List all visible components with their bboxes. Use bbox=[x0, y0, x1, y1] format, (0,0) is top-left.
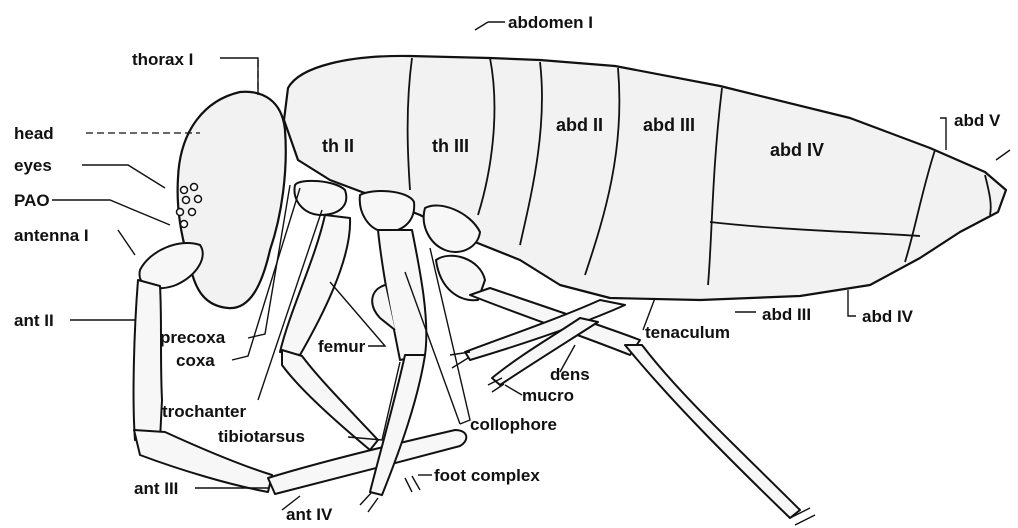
label-abd-iv: abd IV bbox=[862, 307, 914, 326]
label-foot-complex: foot complex bbox=[434, 466, 540, 485]
head-shape bbox=[178, 92, 286, 308]
label-collophore: collophore bbox=[470, 415, 557, 434]
label-tibiotarsus: tibiotarsus bbox=[218, 427, 305, 446]
leg-1 bbox=[280, 181, 378, 450]
label-trochanter: trochanter bbox=[162, 402, 246, 421]
label-dens: dens bbox=[550, 365, 590, 384]
label-eyes: eyes bbox=[14, 156, 52, 175]
label-tenaculum: tenaculum bbox=[645, 323, 730, 342]
label-abd-iv-body: abd IV bbox=[770, 140, 824, 160]
label-ant-iv: ant IV bbox=[286, 505, 333, 524]
label-abd-iii-body: abd III bbox=[643, 115, 695, 135]
label-antenna-i: antenna I bbox=[14, 226, 89, 245]
label-abd-v: abd V bbox=[954, 111, 1001, 130]
label-th-ii: th II bbox=[322, 136, 354, 156]
label-precoxa: precoxa bbox=[160, 328, 226, 347]
label-thorax-i: thorax I bbox=[132, 50, 193, 69]
label-mucro: mucro bbox=[522, 386, 574, 405]
label-th-iii: th III bbox=[432, 136, 469, 156]
label-head: head bbox=[14, 124, 54, 143]
label-femur: femur bbox=[318, 337, 366, 356]
label-ant-ii: ant II bbox=[14, 311, 54, 330]
label-ant-iii: ant III bbox=[134, 479, 178, 498]
label-coxa: coxa bbox=[176, 351, 215, 370]
label-abdomen-i: abdomen I bbox=[508, 13, 593, 32]
label-pao: PAO bbox=[14, 191, 50, 210]
label-abd-ii-body: abd II bbox=[556, 115, 603, 135]
label-abd-iii: abd III bbox=[762, 305, 811, 324]
